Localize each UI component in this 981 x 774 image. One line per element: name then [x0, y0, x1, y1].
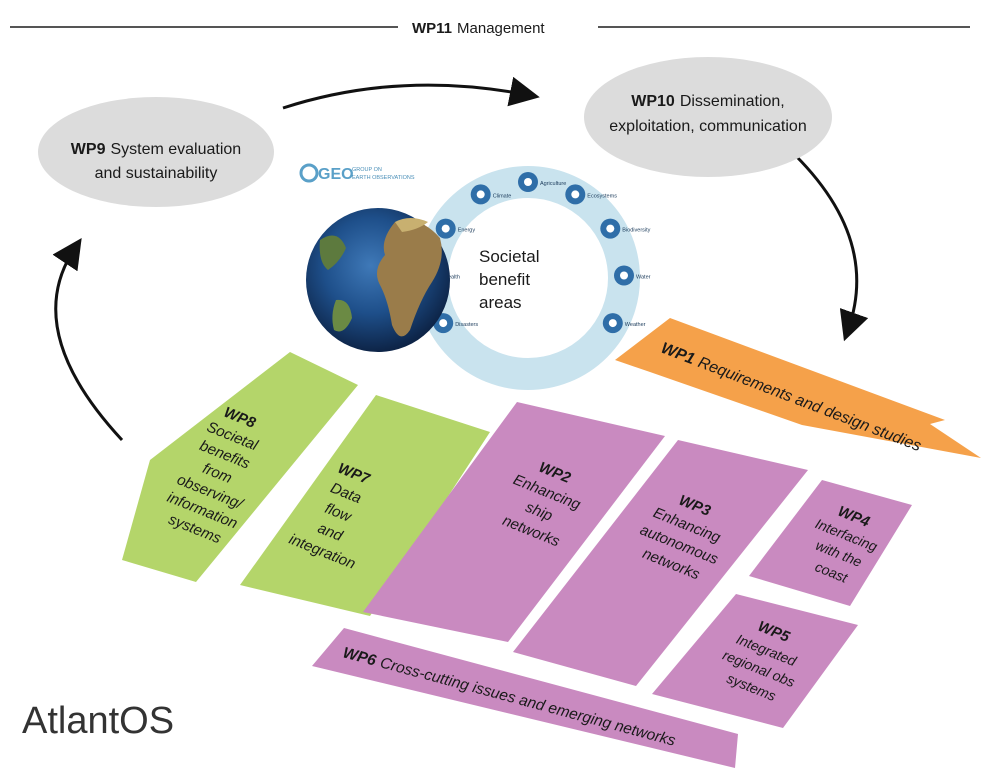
wp1-band	[615, 318, 981, 458]
climate-icon-glyph	[476, 190, 485, 199]
sba-item-label: Biodiversity	[622, 228, 650, 234]
sba-item-biodiversity: Biodiversity	[600, 218, 651, 239]
water-icon-glyph	[620, 271, 628, 280]
globe-land-africa	[376, 220, 442, 337]
sba-item-label: Climate	[493, 193, 512, 199]
sba-item-energy: Energy	[435, 218, 476, 239]
atlantos-brand: AtlantOS	[22, 700, 174, 742]
wp6-band	[312, 628, 738, 768]
wp10-line2: exploitation, communication	[609, 118, 806, 135]
globe-land-south-america	[332, 299, 352, 332]
agriculture-icon-glyph	[524, 178, 532, 186]
sba-item-label: Ecosystems	[587, 193, 617, 199]
wp11-label: WP11 Management	[412, 20, 545, 37]
wp5-panel	[652, 594, 858, 728]
ecosystems-icon-glyph	[571, 190, 580, 199]
energy-icon-glyph	[441, 224, 450, 233]
wp10-code: WP10	[631, 93, 675, 110]
sba-item-label: Agriculture	[540, 181, 566, 187]
arrow-wp10-to-wp1	[793, 153, 869, 342]
sba-item-label: Energy	[458, 228, 476, 234]
wp9-line2: and sustainability	[95, 165, 218, 182]
sba-item-label: Weather	[625, 322, 646, 328]
wp11-text: Management	[457, 20, 545, 37]
geo-line2: EARTH OBSERVATIONS	[352, 175, 415, 181]
wp9-ellipse	[38, 97, 274, 207]
wp10-ellipse	[584, 57, 832, 177]
geo-logo-text: GEO	[318, 166, 354, 183]
wp4-panel	[749, 480, 912, 606]
sba-item-weather: Weather	[602, 313, 646, 334]
geo-line1: GROUP ON	[352, 167, 382, 173]
sba-item-ecosystems: Ecosystems	[565, 184, 617, 205]
sba-item-label: Water	[636, 275, 651, 281]
weather-icon-glyph	[608, 319, 617, 328]
wp8-panel	[122, 352, 358, 582]
sba-icons: Disasters Health Energy Climate AgricultureE…	[422, 172, 651, 334]
wp7-panel	[240, 395, 490, 616]
geo-logo-icon	[299, 163, 319, 183]
sba-item-climate: Climate	[470, 184, 512, 205]
wp2-panel	[363, 402, 665, 642]
sba-item-agriculture: Agriculture	[518, 172, 566, 192]
sba-item-water: Water	[614, 265, 651, 286]
wp11-code: WP11	[412, 20, 452, 37]
disasters-icon-glyph	[439, 319, 448, 328]
biodiversity-icon-glyph	[606, 224, 615, 233]
sba-line1: Societal	[479, 247, 539, 266]
globe	[306, 208, 450, 352]
globe-land-sahara	[395, 218, 428, 232]
sba-item-label: Disasters	[455, 322, 478, 328]
arrow-wp8-to-wp9	[52, 238, 124, 442]
sba-line2: benefit	[479, 270, 530, 289]
wp3-panel	[513, 440, 808, 686]
geo-logo: GEO GROUP ON EARTH OBSERVATIONS	[299, 163, 415, 183]
sba-item-label: Health	[444, 275, 460, 281]
wp9-code: WP9	[71, 141, 106, 158]
arrow-wp9-to-wp10	[282, 76, 540, 110]
sba-line3: areas	[479, 293, 522, 312]
globe-land-america	[319, 235, 346, 270]
